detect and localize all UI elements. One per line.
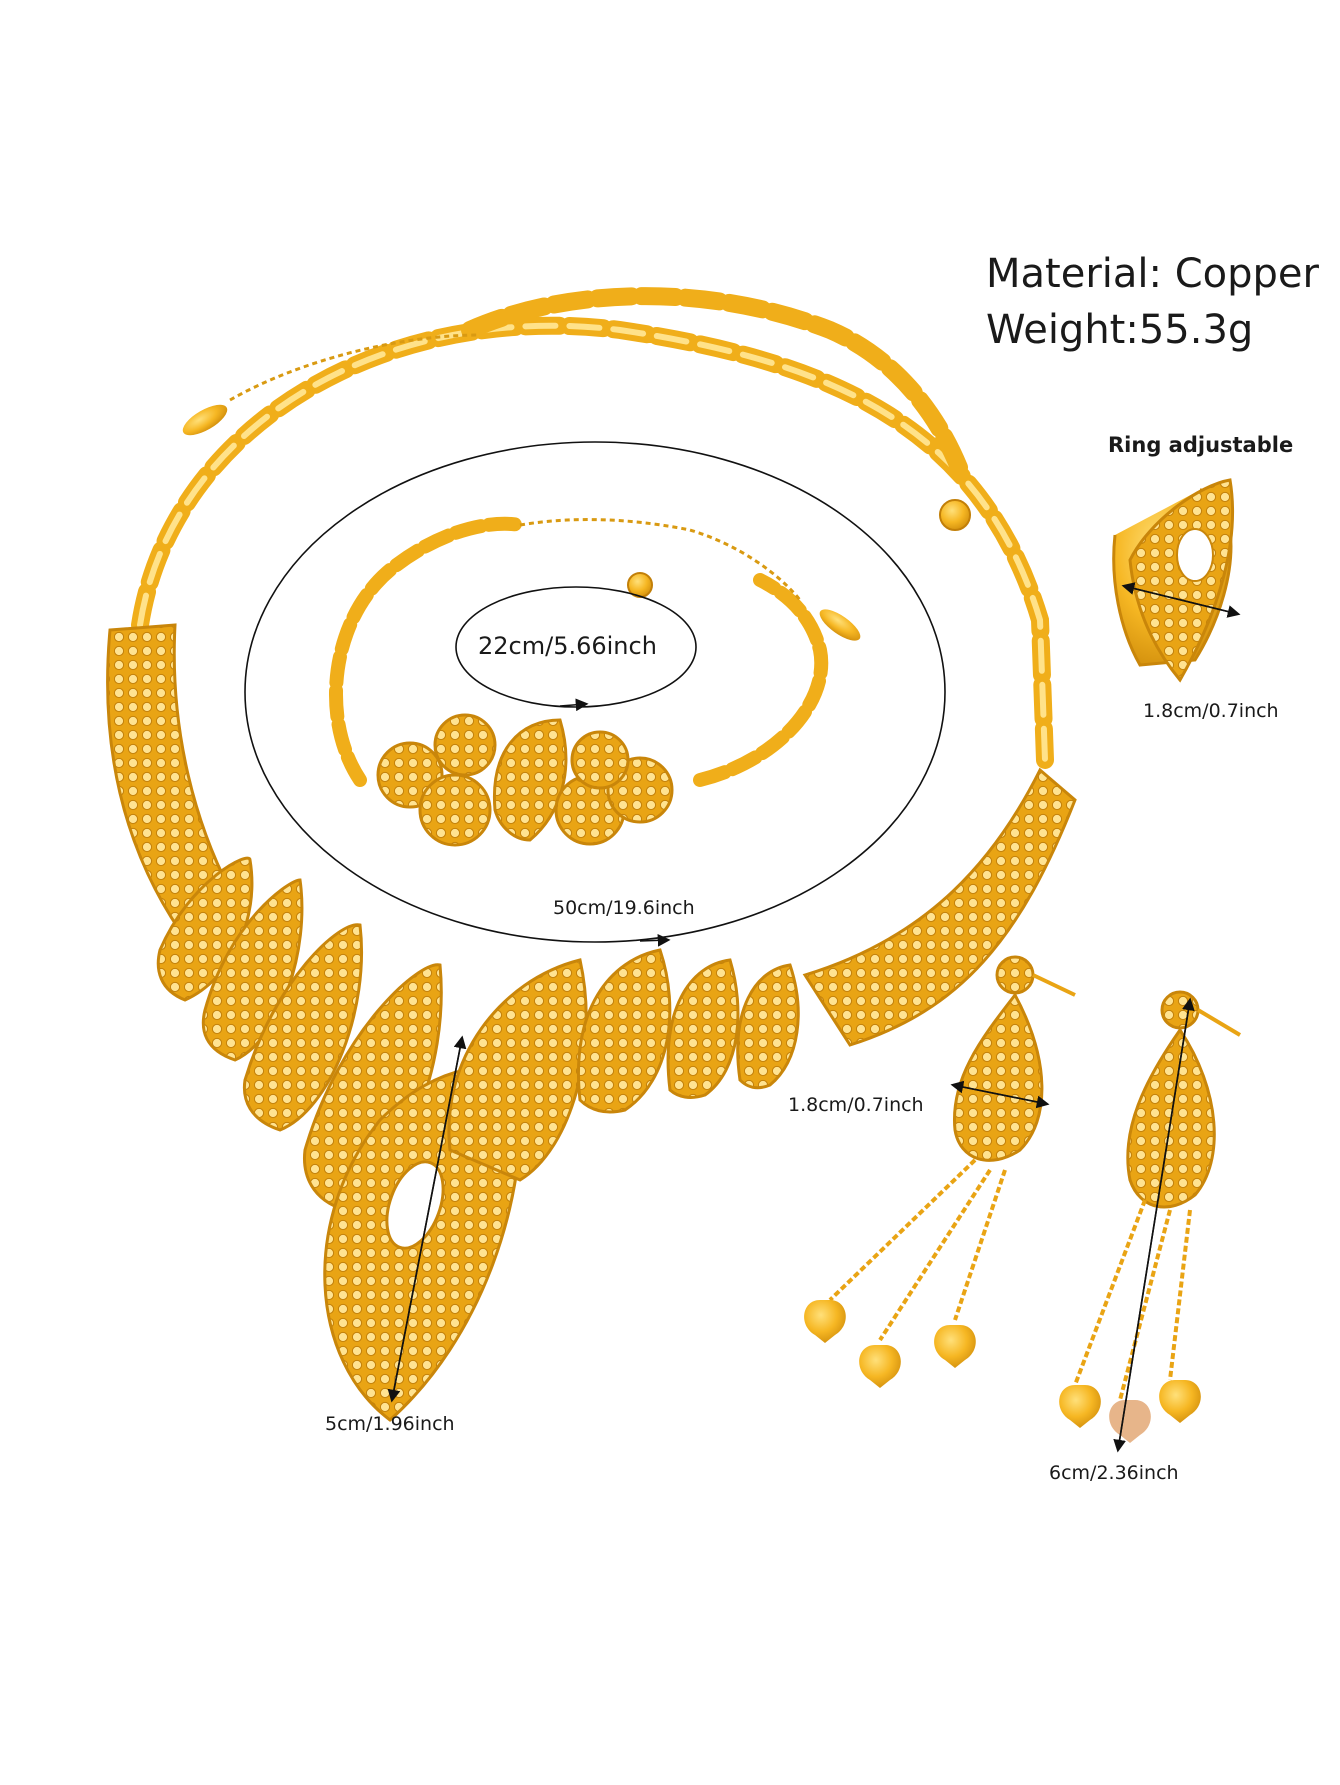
necklace-leaf [156,856,254,1002]
bracelet-length-label: 22cm/5.66inch [478,632,657,660]
bracelet-clasp [627,572,653,598]
bracelet-bead [433,713,497,777]
necklace [106,287,1077,1422]
earring-post [1196,1008,1242,1037]
earring-tassel [828,1158,977,1302]
bracelet-heart [492,718,568,842]
ring-width-line-back [1121,582,1239,615]
earring-tassel [1118,1209,1172,1401]
measurements [244,441,1241,1453]
ring [1112,478,1234,683]
heart-charm [1159,1380,1201,1423]
bracelet-tag [819,609,861,641]
ring-cutout [1176,528,1214,582]
earring-tassel [953,1169,1007,1321]
earring-right [1059,990,1242,1443]
earring-tassel [1168,1209,1192,1381]
bracelet [329,516,861,847]
necklace-leaf [201,878,304,1062]
heart-charm [859,1345,901,1388]
earring-length-label: 6cm/2.36inch [1049,1462,1179,1484]
necklace-length-ellipse [244,441,946,943]
necklace-chain-upper [461,287,969,479]
earring-drop [952,992,1044,1162]
necklace-clasp [939,499,971,531]
ring-size-label: 1.8cm/0.7inch [1143,700,1279,722]
earring-width-label: 1.8cm/0.7inch [788,1094,924,1116]
bracelet-bead [570,730,630,790]
earring-stud [1160,990,1200,1030]
necklace-length-arrow [639,933,671,947]
necklace-tag [182,404,228,436]
necklace-leaf [242,923,363,1132]
earring-length-line-back [1117,997,1195,1451]
earring-stud [995,955,1035,995]
bracelet-bead [418,773,492,847]
earring-tassel [878,1168,992,1342]
necklace-leaf [666,958,740,1099]
pendant-length-line-back [391,1035,467,1401]
bracelet-length-arrow [559,698,589,712]
pendant-cutout [385,1160,445,1250]
heart-charm [934,1325,976,1368]
necklace-extender [229,333,481,402]
necklace-leaf [577,948,672,1114]
heart-charm [1109,1400,1151,1443]
weight-label: Weight:55.3g [986,307,1254,353]
earring-tassel [1073,1199,1147,1386]
necklace-leaf [303,963,443,1212]
necklace-leaf [736,963,800,1090]
ring-title: Ring adjustable [1108,433,1294,457]
bracelet-chain [329,516,527,787]
material-label: Material: Copper [986,251,1319,297]
necklace-pendant-upper [447,958,588,1182]
earring-width-line-back [950,1080,1048,1105]
heart-charm [1059,1385,1101,1428]
bracelet-chain-right [693,573,829,787]
earring-post [1032,973,1076,997]
heart-charm [804,1300,846,1343]
necklace-collar-right [802,767,1077,1047]
necklace-length-label: 50cm/19.6inch [553,897,695,919]
ring-face [1128,478,1234,683]
earring-left [804,955,1076,1388]
pendant-length-label: 5cm/1.96inch [325,1413,455,1435]
